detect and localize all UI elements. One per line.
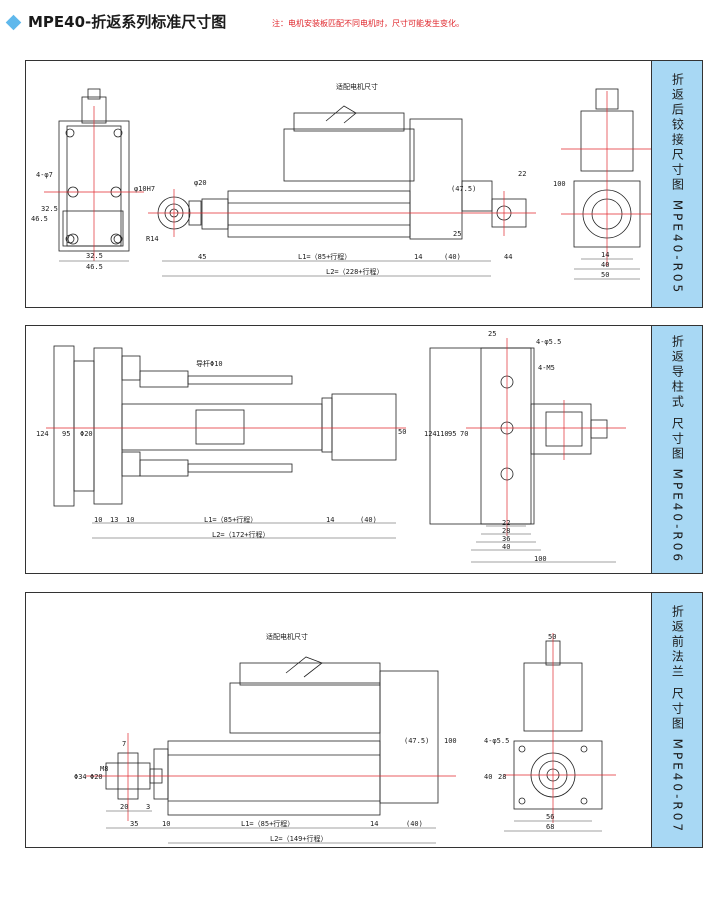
- dim-v7: 7: [122, 740, 126, 748]
- dim-hole: 4-φ7: [36, 171, 53, 179]
- dim-r110: 110: [436, 430, 449, 438]
- dim-h10: 10: [162, 820, 170, 828]
- page-title: MPE40-折返系列标准尺寸图: [28, 13, 227, 31]
- page-note: 注：电机安装板匹配不同电机时，尺寸可能发生变化。: [272, 19, 464, 28]
- dim-v25: 25: [453, 230, 461, 238]
- diamond-icon: [5, 14, 22, 31]
- dim-b10b: 10: [126, 516, 134, 524]
- side-label-r06: 折返导柱式 尺寸图 MPE40-R06: [651, 326, 702, 573]
- dim-r70: 70: [460, 430, 468, 438]
- dim-h14: 14: [370, 820, 378, 828]
- dim-d20: Φ20: [90, 773, 103, 781]
- dim-t25: 25: [488, 330, 496, 338]
- dim-l1: L1=（85+行程）: [298, 252, 351, 261]
- dim-l2: L2=（172+行程）: [212, 530, 270, 539]
- dim-r14: R14: [146, 235, 159, 243]
- dim-guide: 导杆Φ10: [196, 359, 223, 368]
- dim-r22: 22: [502, 519, 510, 527]
- dim-v47-5: (47.5): [404, 737, 429, 745]
- dim-l2: L2=（149+行程）: [270, 834, 328, 843]
- side-label-r07: 折返前法兰 尺寸图 MPE40-R07: [651, 593, 702, 847]
- dim-s100: 100: [553, 180, 566, 188]
- dim-h40: (40): [406, 820, 423, 828]
- motor-label: 适配电机尺寸: [336, 82, 378, 91]
- dim-r28: 28: [502, 527, 510, 535]
- dim-r95: 95: [448, 430, 456, 438]
- dim-45: 45: [198, 253, 206, 261]
- dim-h1: 4-φ5.5: [536, 338, 561, 346]
- dim-h20: 20: [120, 803, 128, 811]
- side-label-r05: 折返后铰接尺寸图 MPE40-R05: [651, 61, 702, 307]
- drawing-r07: 适配电机尺寸 7 Φ34 Φ20 M8 (47.5) 100 20 3 35 1…: [74, 632, 616, 844]
- dim-h46-5: 46.5: [86, 263, 103, 271]
- dim-h3: 3: [146, 803, 150, 811]
- dim-l2: L2=（228+行程）: [326, 267, 384, 276]
- dim-s28: 28: [498, 773, 506, 781]
- dim-l1: L1=（85+行程）: [241, 819, 294, 828]
- dim-v100: 100: [444, 737, 457, 745]
- dim-v50: 50: [398, 428, 406, 436]
- drawing-r06: 导杆Φ10 124 95 Φ20 50 10 13 10 L1=（85+行程） …: [36, 330, 626, 563]
- dim-h35: 35: [130, 820, 138, 828]
- dim-d20: Φ20: [80, 430, 93, 438]
- panel-r06: 导杆Φ10 124 95 Φ20 50 10 13 10 L1=（85+行程） …: [25, 325, 703, 574]
- side-label-text: 折返后铰接尺寸图 MPE40-R05: [670, 72, 685, 296]
- dim-s40: 40: [484, 773, 492, 781]
- dim-d2: φ20: [194, 179, 207, 187]
- dim-t22: 22: [518, 170, 526, 178]
- dim-b14: 14: [326, 516, 334, 524]
- dim-r100: 100: [534, 555, 547, 563]
- dim-v95: 95: [62, 430, 70, 438]
- dim-s40: 40: [601, 261, 609, 269]
- dim-h32-5: 32.5: [86, 252, 103, 260]
- dim-b10: 10: [94, 516, 102, 524]
- dim-m8: M8: [100, 765, 108, 773]
- dim-v32-5: 32.5: [41, 205, 58, 213]
- dim-s50: 50: [601, 271, 609, 279]
- dim-v124: 124: [36, 430, 49, 438]
- dim-s14: 14: [601, 251, 609, 259]
- dim-s68: 68: [546, 823, 554, 831]
- motor-label: 适配电机尺寸: [266, 632, 308, 641]
- dim-v46-5: 46.5: [31, 215, 48, 223]
- dim-s50: 50: [548, 633, 556, 641]
- drawing-r05: 适配电机尺寸 4-φ7 φ10H7 φ20 R14 46.5 32.5 32.5…: [31, 82, 651, 280]
- dim-b13: 13: [110, 516, 118, 524]
- dim-hole: 4-φ5.5: [484, 737, 509, 745]
- dim-14: 14: [414, 253, 422, 261]
- dim-44: 44: [504, 253, 512, 261]
- dim-s56: 56: [546, 813, 554, 821]
- dim-r40: 40: [502, 543, 510, 551]
- dim-v47-5: (47.5): [451, 185, 476, 193]
- side-label-text: 折返导柱式 尺寸图 MPE40-R06: [670, 334, 685, 564]
- dim-r124: 124: [424, 430, 437, 438]
- dim-b40: (40): [360, 516, 377, 524]
- side-label-text: 折返前法兰 尺寸图 MPE40-R07: [670, 605, 685, 835]
- dim-r36: 36: [502, 535, 510, 543]
- dim-l1: L1=（85+行程）: [204, 515, 257, 524]
- panel-r07: 适配电机尺寸 7 Φ34 Φ20 M8 (47.5) 100 20 3 35 1…: [25, 592, 703, 848]
- dim-d1: φ10H7: [134, 185, 155, 193]
- dim-h2: 4-M5: [538, 364, 555, 372]
- dim-40: (40): [444, 253, 461, 261]
- panel-r05: 适配电机尺寸 4-φ7 φ10H7 φ20 R14 46.5 32.5 32.5…: [25, 60, 703, 308]
- page-header: MPE40-折返系列标准尺寸图 注：电机安装板匹配不同电机时，尺寸可能发生变化。: [0, 0, 724, 40]
- dim-d34: Φ34: [74, 773, 87, 781]
